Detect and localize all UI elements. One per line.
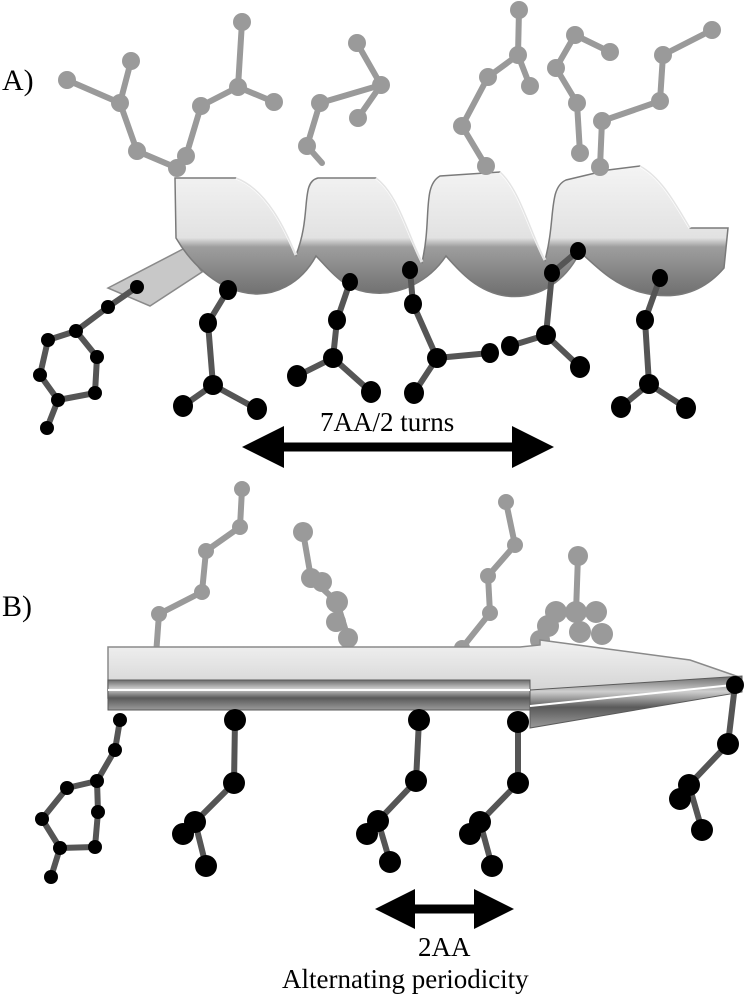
sheet-hydrophobic-chain-2 (172, 709, 246, 877)
helix-hydrophobic-chain-2 (173, 280, 267, 420)
helix-hydrophobic-chain-1 (33, 280, 144, 435)
panel-b-label: B) (2, 590, 32, 623)
helix-hydrophilic-chain-3 (298, 34, 390, 166)
sheet-periodicity-arrow (375, 889, 514, 929)
sheet-hydrophilic-chain-2 (293, 522, 358, 648)
sheet-hydrophilic-chain-3 (454, 494, 523, 656)
sheet-periodicity-caption: Alternating periodicity (282, 964, 529, 994)
helix-hydrophilic-chain-1 (58, 52, 186, 177)
helix-ribbon (106, 164, 729, 307)
beta-strand-arrow (107, 639, 743, 729)
panel-a-label: A) (2, 64, 34, 97)
helix-periodicity-label: 7AA/2 turns (320, 407, 455, 437)
helix-hydrophobic-chain-3 (287, 273, 381, 403)
helix-hydrophilic-chain-4 (453, 1, 539, 175)
helix-hydrophobic-chain-6 (611, 269, 696, 419)
sheet-hydrophobic-chain-1 (35, 713, 127, 884)
helix-hydrophobic-chain-4 (402, 261, 499, 404)
helix-hydrophobic-chain-5 (501, 242, 590, 378)
helix-hydrophilic-chain-6 (591, 21, 721, 176)
sheet-hydrophobic-chain-5 (669, 676, 744, 841)
sheet-hydrophilic-group (148, 481, 613, 663)
helix-periodicity-arrow (242, 426, 554, 468)
sheet-hydrophilic-chain-4 (530, 546, 613, 650)
sheet-hydrophilic-chain-1 (148, 481, 250, 663)
sheet-hydrophobic-chain-3 (356, 709, 430, 873)
helix-hydrophilic-chain-5 (547, 26, 619, 162)
sheet-hydrophobic-chain-4 (459, 711, 529, 877)
helix-hydrophilic-chain-2 (177, 13, 283, 165)
sheet-hydrophobic-group (35, 676, 744, 884)
sheet-periodicity-label: 2AA (418, 932, 471, 962)
